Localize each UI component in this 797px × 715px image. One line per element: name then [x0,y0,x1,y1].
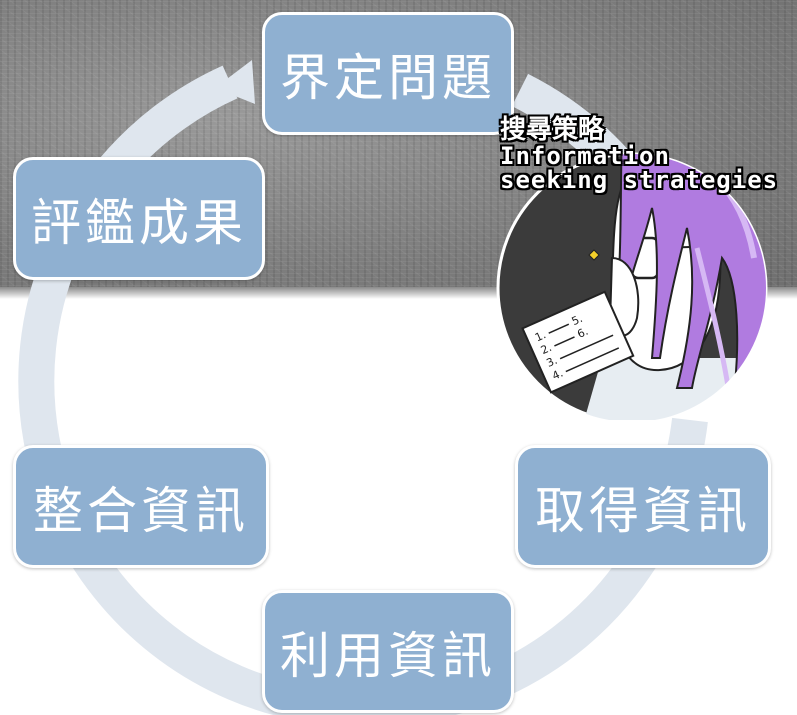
stage-define-problem: 界定問題 [262,12,514,135]
sparkle-icon [588,249,600,261]
stage-access-label: 取得資訊 [535,481,751,540]
stage-integrate-label: 整合資訊 [33,481,249,540]
strategy-list-paper: 1. 2. 3. 4. 5. 6. [521,290,635,394]
seeking-strategies-badge: 1. 2. 3. 4. 5. 6. [496,152,768,420]
list-mark-4: 4. [550,367,565,383]
list-mark-1: 1. [533,328,548,344]
list-mark-5: 5. [570,312,585,328]
cycle-arrowhead [215,60,255,104]
list-mark-2: 2. [539,341,554,357]
badge-title: 搜尋策略 Information seeking strategies [500,117,778,192]
stage-integrate-information: 整合資訊 [13,445,269,568]
badge-title-en-line2: seeking strategies [500,165,779,194]
badge-title-zh: 搜尋策略 [500,115,605,145]
stage-access-information: 取得資訊 [515,445,771,568]
stage-evaluate-results: 評鑑成果 [13,157,265,280]
list-mark-3: 3. [544,354,559,370]
list-mark-6: 6. [575,325,590,341]
badge-title-en-line1: Information [500,141,670,170]
stage-use-information: 利用資訊 [262,590,514,713]
stage-evaluate-label: 評鑑成果 [31,193,247,252]
stage-use-label: 利用資訊 [280,626,496,685]
stage-define-label: 界定問題 [280,48,496,107]
